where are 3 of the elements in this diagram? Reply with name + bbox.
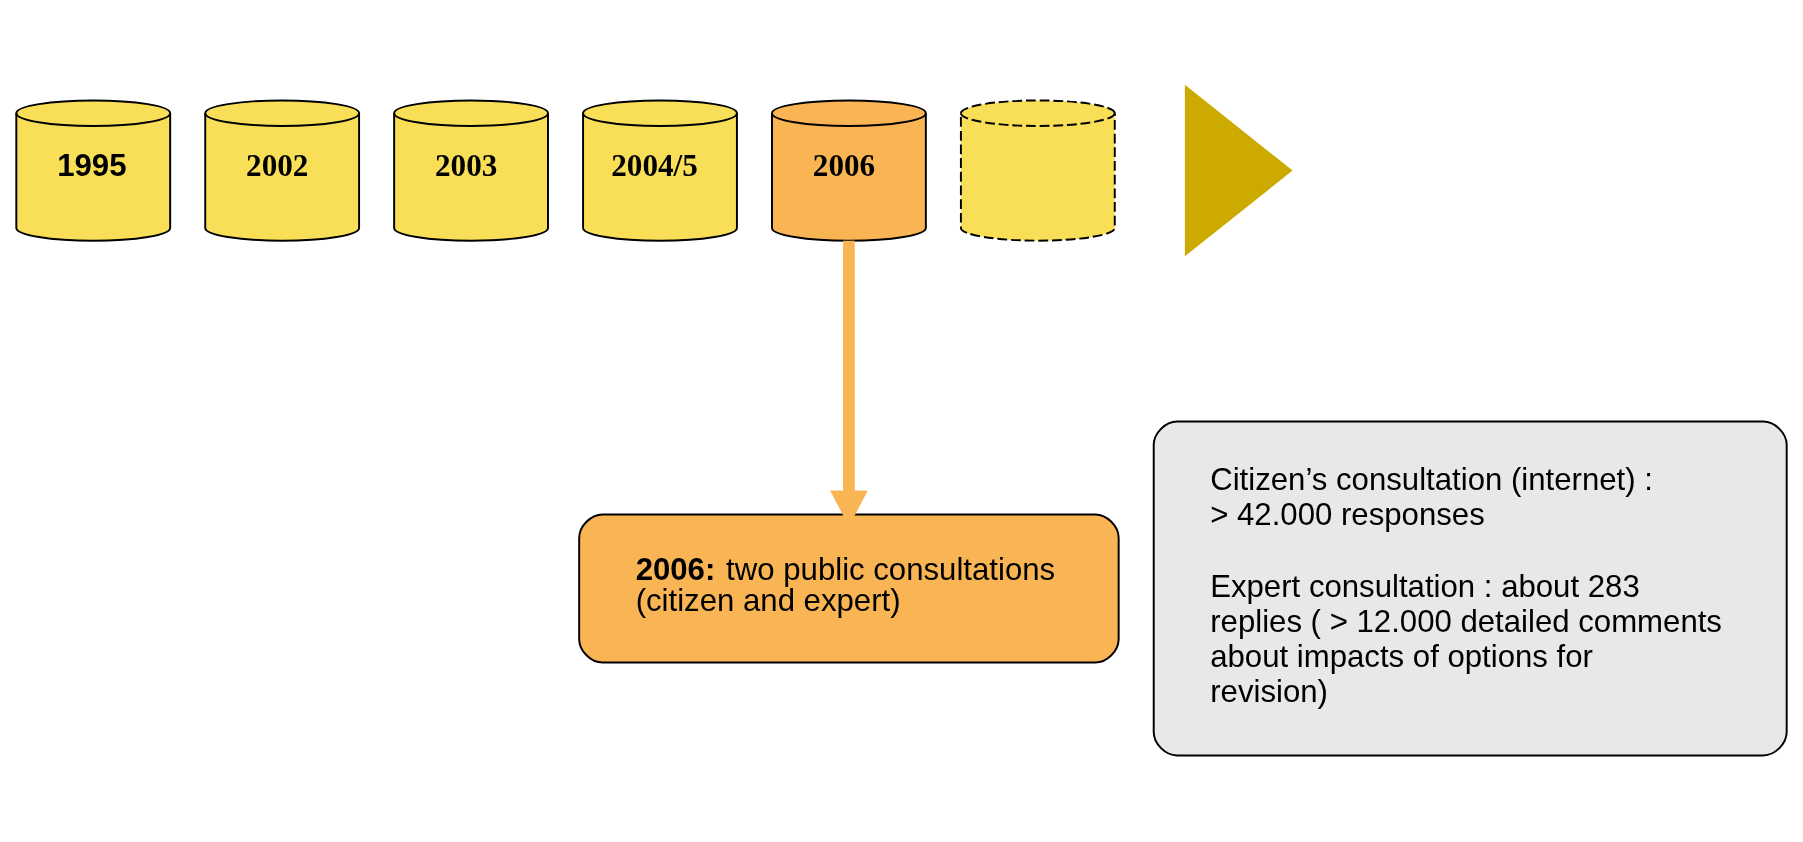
node-box: Citizen’s consultation (internet) : > 42.000 responses Expert consultation : about 283 replies ( > 12.000 detailed comments about impacts of options for revision) [1152,420,1788,757]
node-box: 2006: two public consultations (citizen and expert) [578,513,1120,664]
node-cone [1184,84,1293,257]
